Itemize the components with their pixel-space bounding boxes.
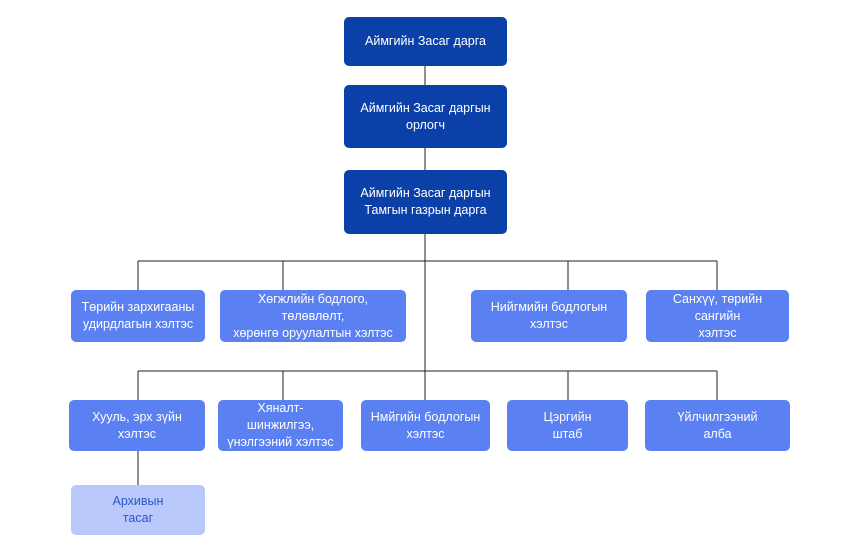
node-development-policy: Хөгжлийн бодлого, төлөвлөлт, хөрөнгө ору… [220,290,406,342]
node-finance-treasury: Санхүү, төрийн сангийн хэлтэс [646,290,789,342]
node-monitoring: Хяналт-шинжилгээ, үнэлгээний хэлтэс [218,400,343,451]
node-archive: Архивын тасаг [71,485,205,535]
node-sector-policy: Нмйгийн бодлогын хэлтэс [361,400,490,451]
node-public-admin: Төрийн зархигааны удирдлагын хэлтэс [71,290,205,342]
node-governor: Аймгийн Засаг дарга [344,17,507,66]
node-legal: Хууль, эрх зүйн хэлтэс [69,400,205,451]
node-service-office: Үйлчилгээний алба [645,400,790,451]
node-social-policy: Нийгмийн бодлогын хэлтэс [471,290,627,342]
node-deputy-governor: Аймгийн Засаг даргын орлогч [344,85,507,148]
node-military-staff: Цэргийн штаб [507,400,628,451]
node-chief-of-staff: Аймгийн Засаг даргын Тамгын газрын дарга [344,170,507,234]
